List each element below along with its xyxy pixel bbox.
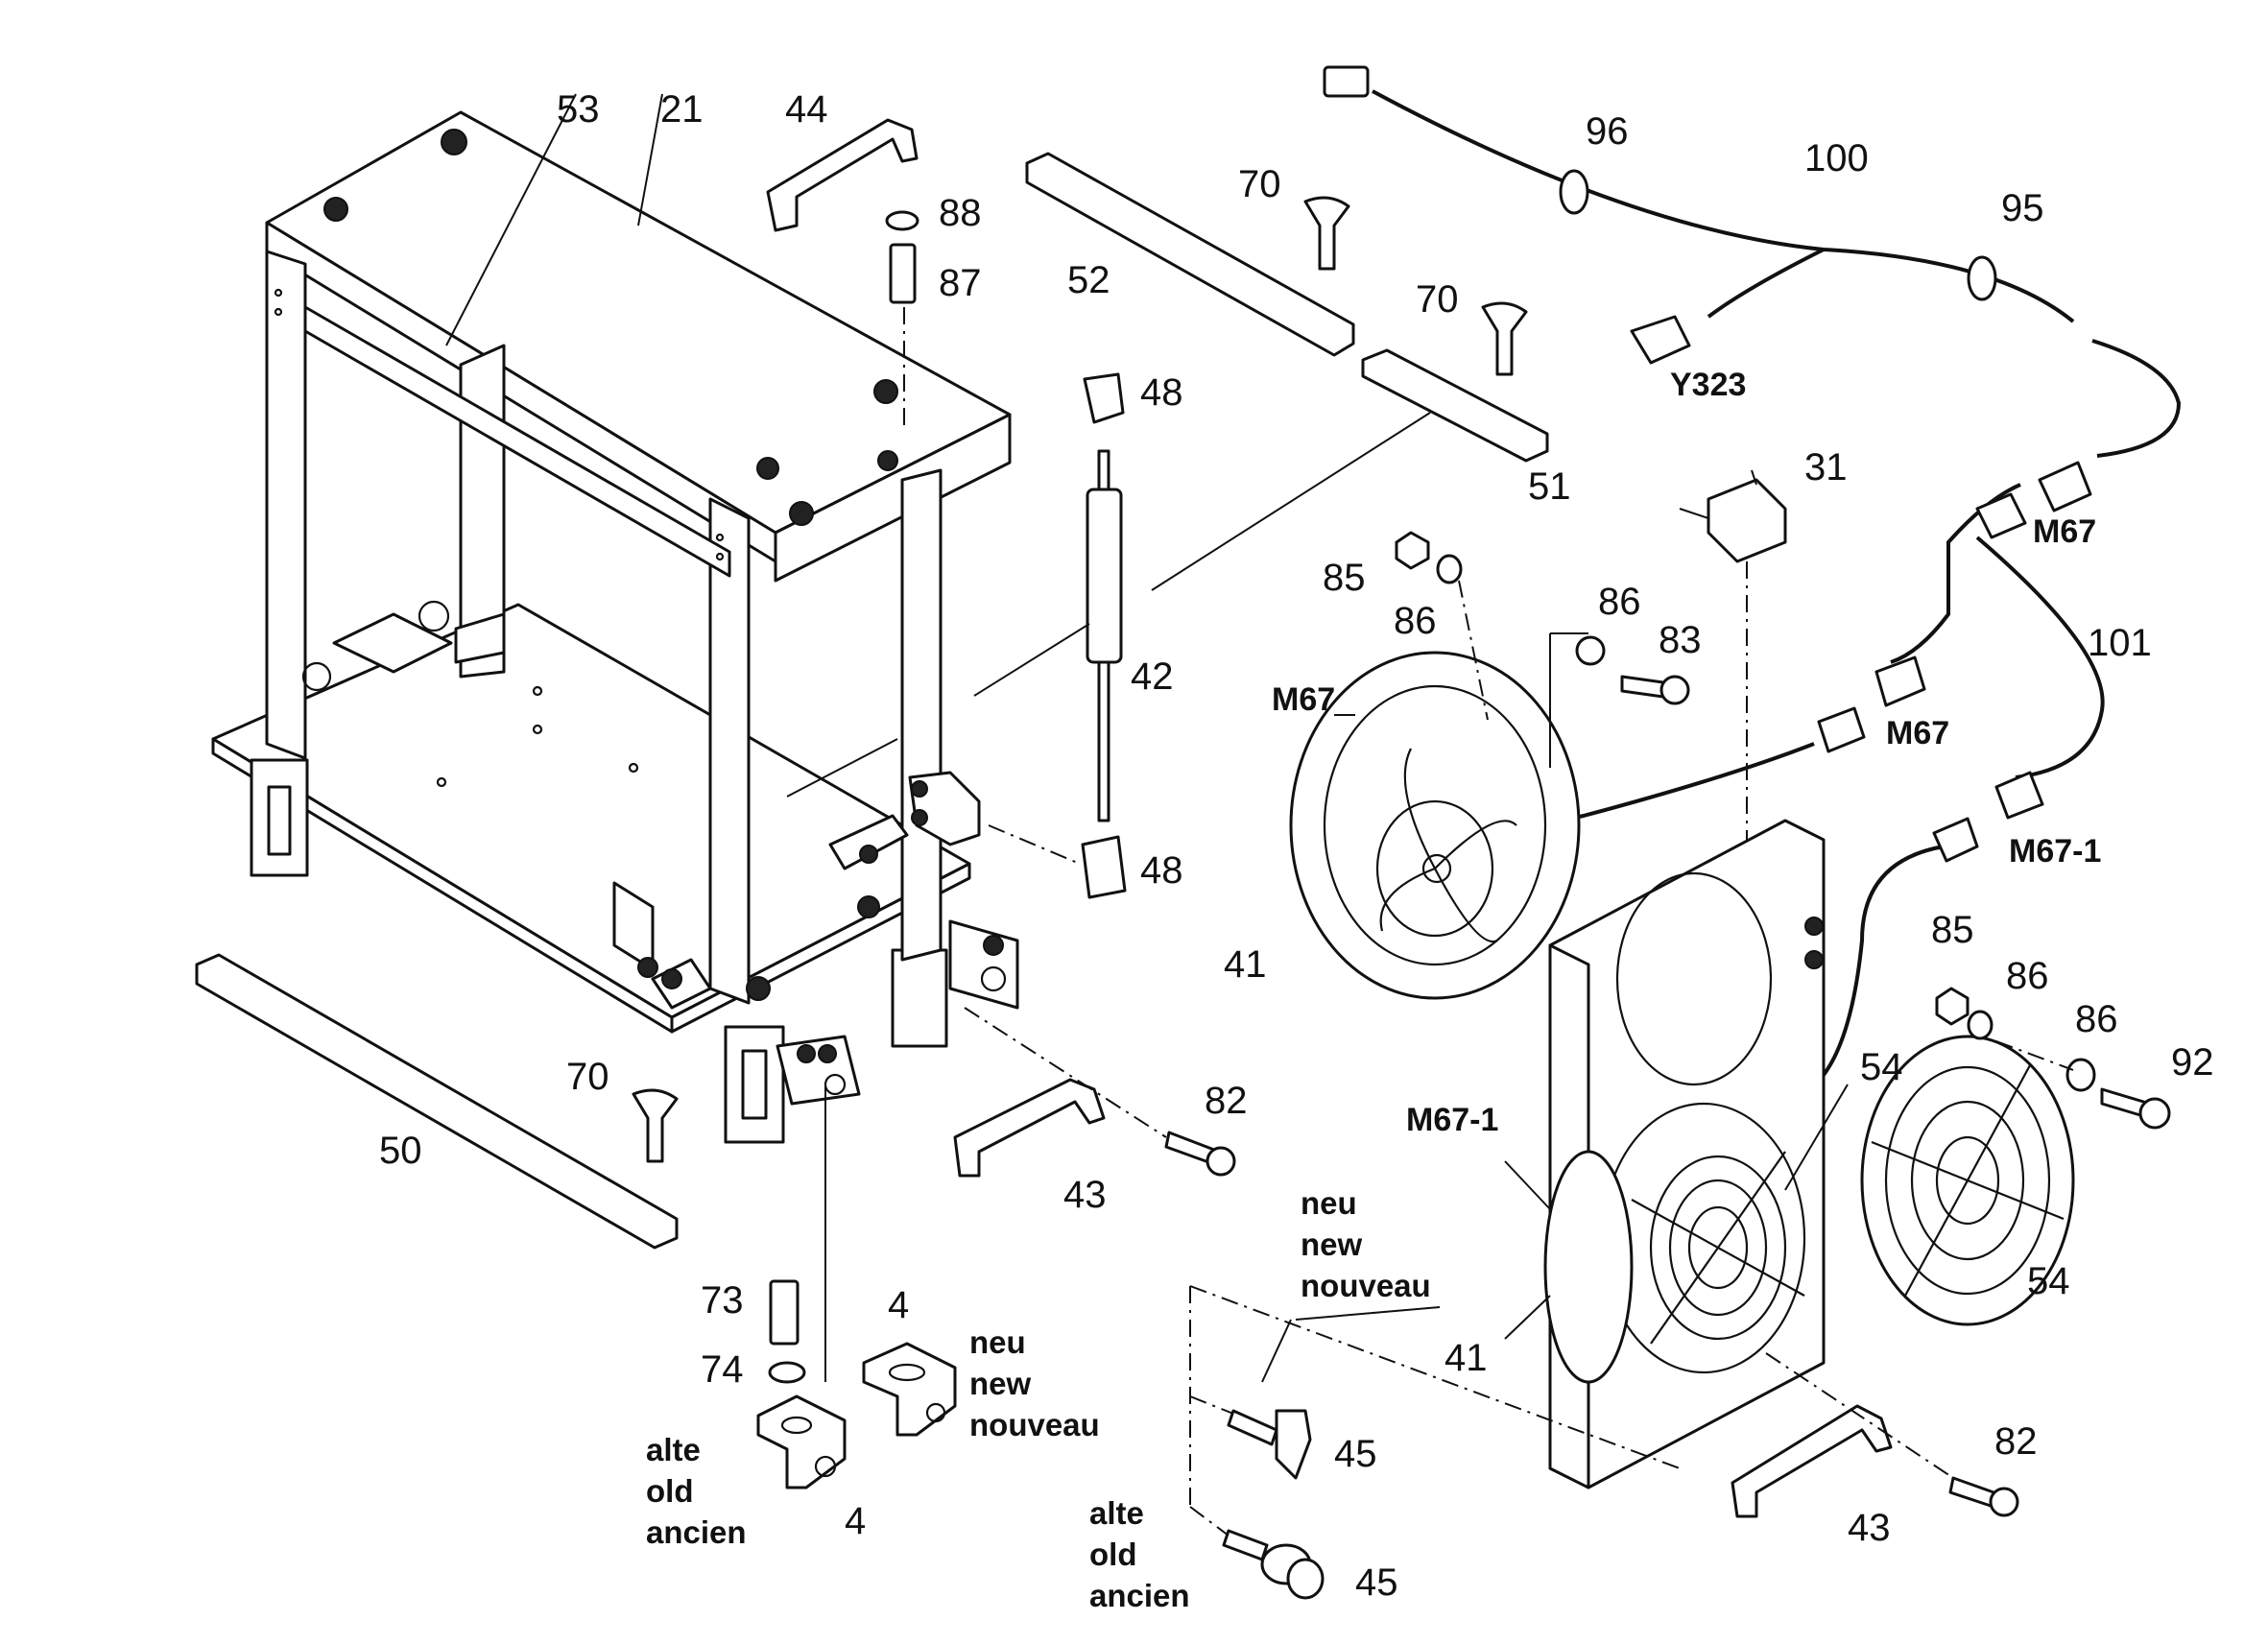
callout-4-a: 4 (888, 1284, 909, 1326)
svg-text:ancien: ancien (1089, 1578, 1190, 1613)
callout-70-b: 70 (1416, 278, 1459, 321)
callout-83: 83 (1659, 619, 1702, 661)
bolt-87 (889, 243, 917, 304)
callout-87: 87 (939, 262, 982, 304)
svg-text:old: old (646, 1473, 693, 1509)
handle-43-b (1731, 1404, 1893, 1518)
bar-51 (1361, 348, 1549, 463)
callout-82-a: 82 (1205, 1080, 1248, 1122)
washer-86-d (2065, 1058, 2096, 1092)
callout-96: 96 (1586, 110, 1629, 153)
svg-text:nouveau: nouveau (969, 1407, 1100, 1442)
svg-text:nouveau: nouveau (1301, 1268, 1431, 1303)
screw-70-a (1303, 196, 1350, 271)
grille-54-b (1860, 1035, 2075, 1326)
callout-101: 101 (2088, 622, 2152, 664)
note-old-screw: alte old ancien (1089, 1495, 1190, 1613)
callout-41-a: 41 (1224, 943, 1267, 986)
nut-85-a (1395, 531, 1430, 570)
callout-54-b: 54 (2027, 1260, 2070, 1302)
svg-text:alte: alte (1089, 1495, 1144, 1531)
callout-21: 21 (660, 88, 704, 131)
callout-70-a: 70 (1238, 163, 1281, 205)
callout-31: 31 (1804, 446, 1848, 488)
callout-42: 42 (1131, 655, 1174, 698)
note-new-screw: neu new nouveau (1301, 1185, 1431, 1303)
svg-text:neu: neu (969, 1324, 1026, 1360)
callout-43-a: 43 (1063, 1174, 1107, 1216)
callout-51: 51 (1528, 465, 1571, 508)
bar-50 (195, 953, 679, 1250)
callout-44: 44 (785, 88, 828, 131)
svg-text:new: new (969, 1366, 1032, 1401)
callout-45-a: 45 (1334, 1433, 1377, 1475)
svg-text:ancien: ancien (646, 1514, 747, 1550)
wiring-harness (1323, 65, 2182, 1077)
callout-82-b: 82 (1994, 1420, 2038, 1463)
svg-text:alte: alte (646, 1432, 701, 1467)
callout-92: 92 (2171, 1041, 2214, 1084)
callout-54-a: 54 (1860, 1046, 1903, 1088)
callout-52: 52 (1067, 259, 1110, 301)
callout-88: 88 (939, 192, 982, 234)
washer-86-c (1967, 1010, 1993, 1040)
callout-86-b: 86 (1598, 581, 1641, 623)
callout-m67-1-a: M67-1 (2009, 833, 2101, 870)
handle-43-a (953, 1078, 1106, 1178)
handle-44 (766, 118, 919, 232)
svg-text:neu: neu (1301, 1185, 1357, 1221)
nut-85-b (1935, 987, 1970, 1026)
callout-95: 95 (2001, 187, 2044, 229)
callout-73: 73 (701, 1279, 744, 1322)
callout-41-b: 41 (1444, 1337, 1488, 1379)
callout-m67-b: M67 (1272, 681, 1335, 718)
callout-85-a: 85 (1323, 557, 1366, 599)
bracket-4-old (756, 1394, 847, 1489)
callout-4-b: 4 (845, 1500, 866, 1542)
screw-70-c (632, 1088, 679, 1163)
callout-86-c: 86 (2006, 955, 2049, 997)
callout-m67-a: M67 (2033, 513, 2096, 550)
callout-100: 100 (1804, 137, 1869, 179)
washer-74 (768, 1361, 806, 1384)
gas-spring-42 (1081, 372, 1127, 899)
svg-text:old: old (1089, 1537, 1136, 1572)
note-old-bracket: alte old ancien (646, 1432, 747, 1550)
callout-86-d: 86 (2075, 998, 2118, 1040)
callout-74: 74 (701, 1348, 744, 1391)
fan-41-upper (1289, 651, 1581, 1000)
washer-86-a (1436, 554, 1463, 584)
callout-85-b: 85 (1931, 909, 1974, 951)
callout-50: 50 (379, 1130, 422, 1172)
quick-screw-45-old (1222, 1529, 1325, 1600)
bar-52 (1025, 152, 1355, 357)
callout-86-a: 86 (1394, 600, 1437, 642)
callout-53: 53 (557, 88, 600, 131)
callout-48-b: 48 (1140, 849, 1183, 892)
grille-54-a (1631, 1151, 1805, 1345)
bolt-73 (769, 1279, 800, 1346)
frame-assembly (211, 110, 1019, 1144)
washer-88 (885, 210, 919, 231)
callout-43-b: 43 (1848, 1507, 1891, 1549)
svg-text:new: new (1301, 1227, 1363, 1262)
note-new-bracket: neu new nouveau (969, 1324, 1100, 1442)
screw-70-b (1481, 301, 1528, 376)
callout-70-c: 70 (566, 1056, 609, 1098)
callout-y323: Y323 (1670, 367, 1746, 403)
bracket-4-new (862, 1342, 957, 1437)
wing-screw-45-new (1227, 1409, 1312, 1480)
callout-m67-1-b: M67-1 (1406, 1102, 1498, 1138)
fan-41-lower (1543, 1150, 1634, 1384)
sensor-31 (1679, 469, 1787, 563)
washer-86-b (1575, 635, 1606, 666)
callout-labels: 53 21 44 88 87 70 52 70 51 48 48 42 96 1… (379, 88, 2214, 1604)
callout-48-a: 48 (1140, 371, 1183, 414)
callout-45-b: 45 (1355, 1561, 1398, 1604)
callout-m67-c: M67 (1886, 715, 1949, 751)
